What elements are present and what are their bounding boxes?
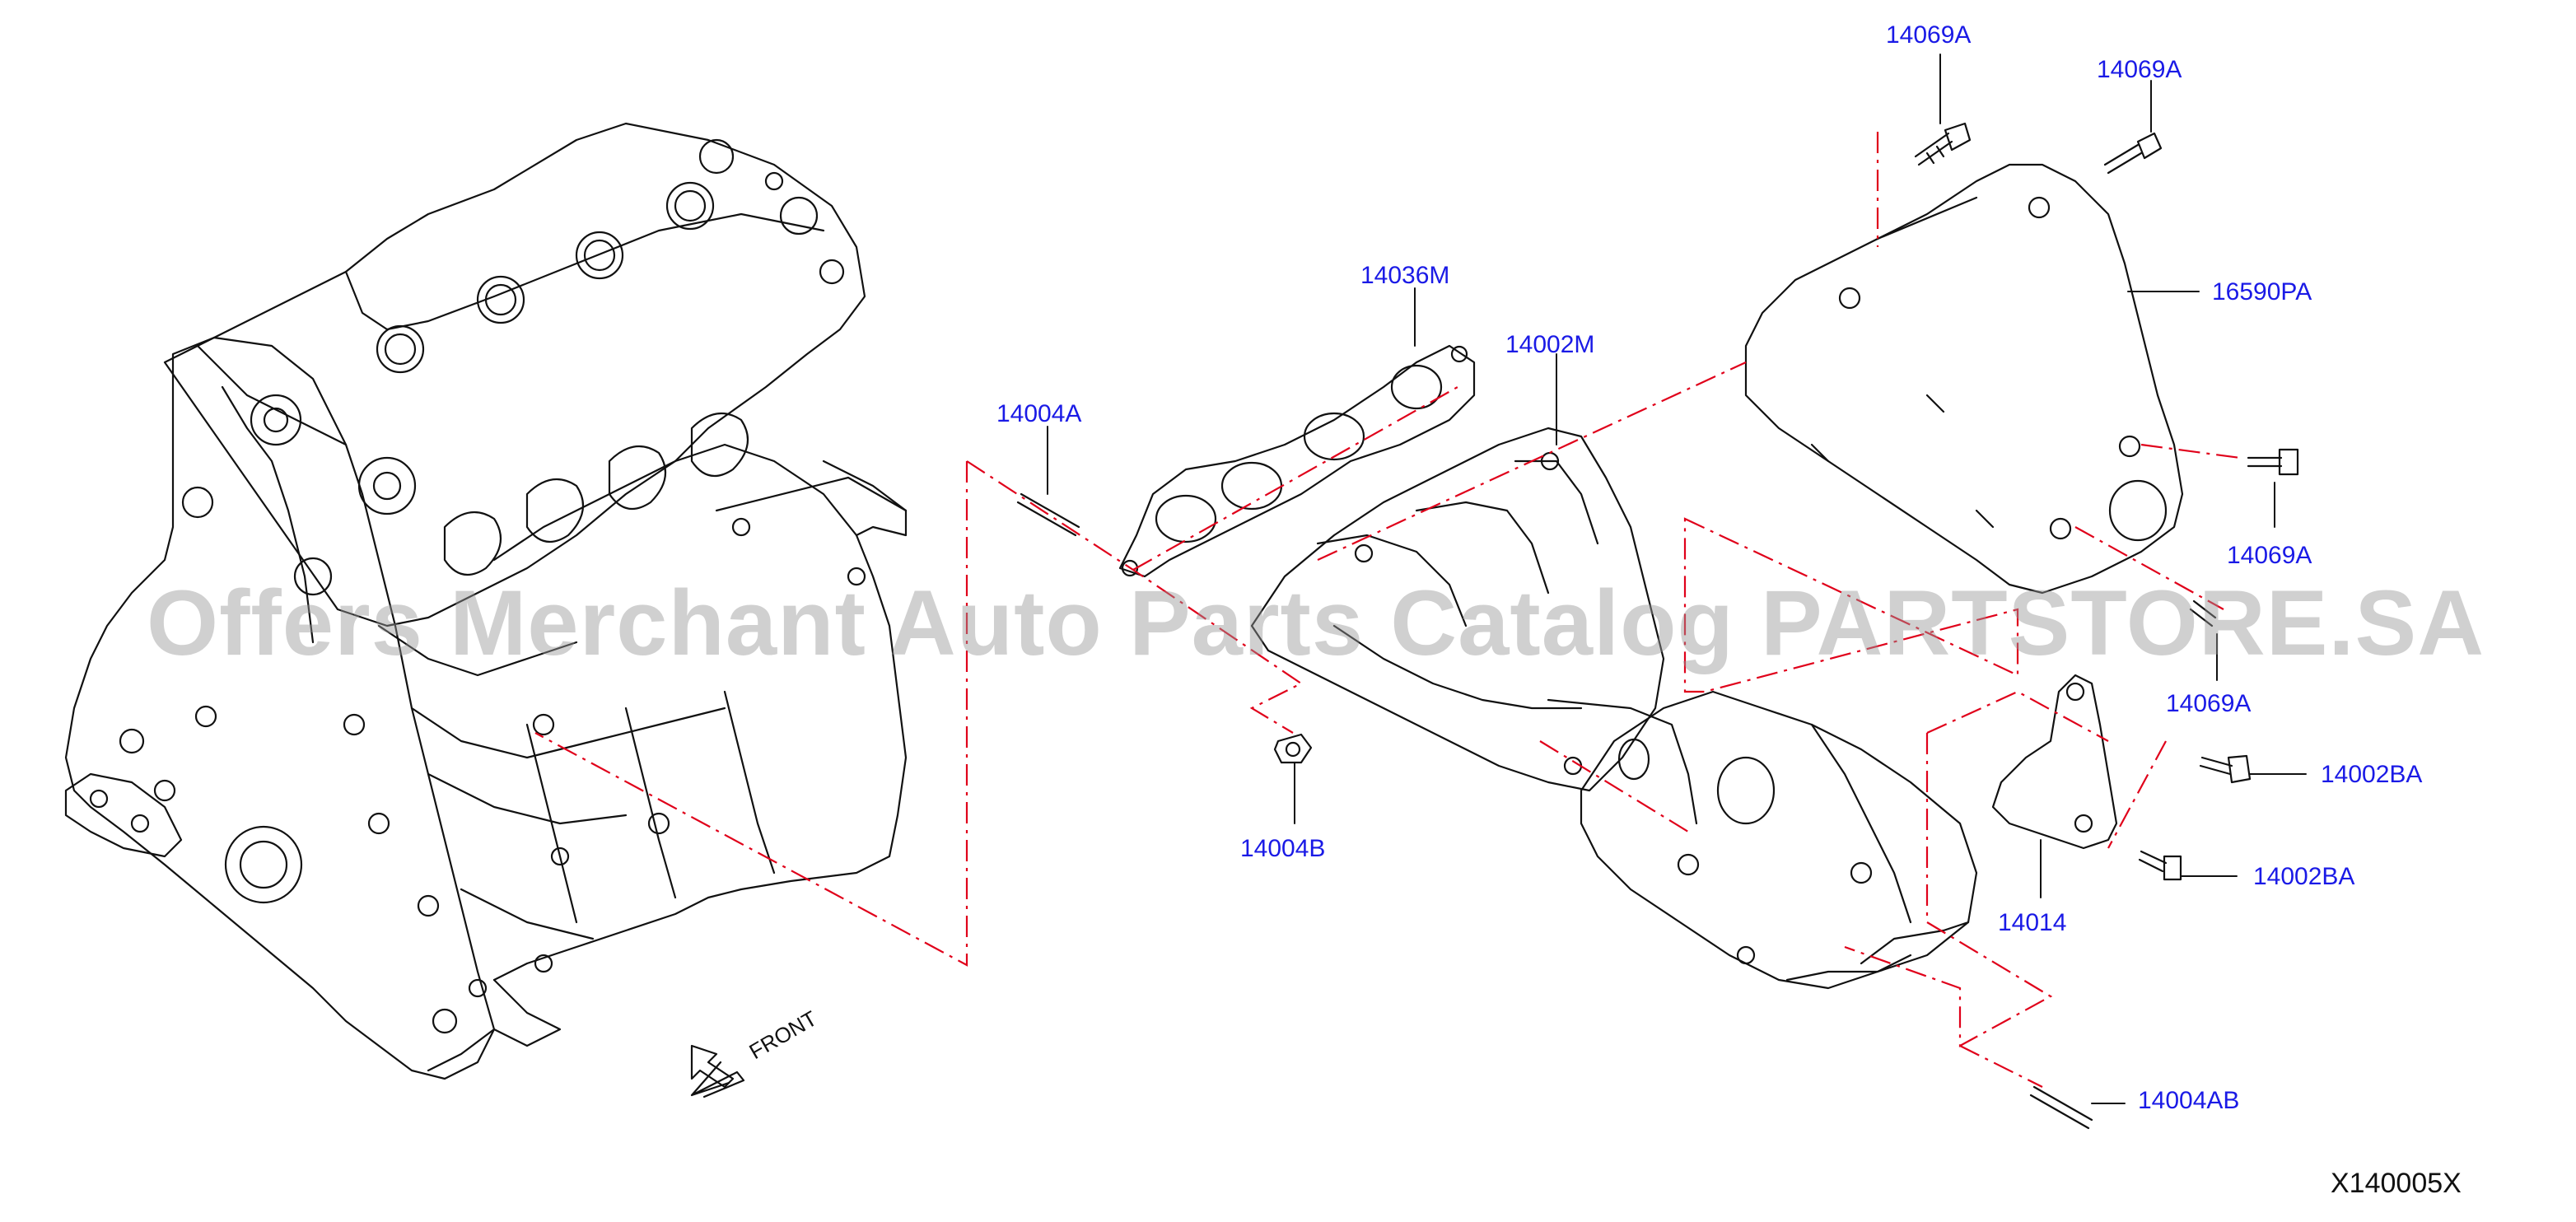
part-label-16590pa[interactable]: 16590PA bbox=[2212, 278, 2312, 306]
catalytic-converter bbox=[1580, 690, 1978, 990]
leader-lines bbox=[1047, 54, 2307, 1104]
part-label-14014[interactable]: 14014 bbox=[1998, 909, 2067, 936]
engine-block-illustration bbox=[64, 122, 908, 1080]
part-label-14069a-top-right[interactable]: 14069A bbox=[2097, 56, 2182, 83]
part-label-14002ba-upper[interactable]: 14002BA bbox=[2321, 761, 2423, 788]
part-label-14002ba-lower[interactable]: 14002BA bbox=[2253, 863, 2355, 890]
heat-shield bbox=[1744, 163, 2184, 595]
watermark-text: Offers Merchant Auto Parts Catalog PARTS… bbox=[147, 571, 2485, 674]
part-label-14069a-lower[interactable]: 14069A bbox=[2166, 690, 2252, 717]
part-label-14004a[interactable]: 14004A bbox=[996, 400, 1082, 427]
exhaust-manifold bbox=[1250, 427, 1698, 825]
exhaust-manifold-gasket bbox=[1118, 344, 1476, 578]
part-label-14069a-right[interactable]: 14069A bbox=[2227, 542, 2312, 569]
part-label-14004b[interactable]: 14004B bbox=[1240, 835, 1326, 862]
front-arrow-icon bbox=[690, 1044, 745, 1098]
part-label-14002m[interactable]: 14002M bbox=[1505, 331, 1595, 358]
part-label-14069a-top-left[interactable]: 14069A bbox=[1886, 21, 1972, 49]
part-label-14036m[interactable]: 14036M bbox=[1360, 262, 1450, 289]
fastener-bolts bbox=[1016, 122, 2299, 1130]
manifold-bracket bbox=[1991, 674, 2118, 850]
assembly-phantom-lines bbox=[534, 132, 2241, 1088]
diagram-code: X140005X bbox=[2331, 1168, 2462, 1199]
part-label-14004ab[interactable]: 14004AB bbox=[2138, 1087, 2240, 1114]
